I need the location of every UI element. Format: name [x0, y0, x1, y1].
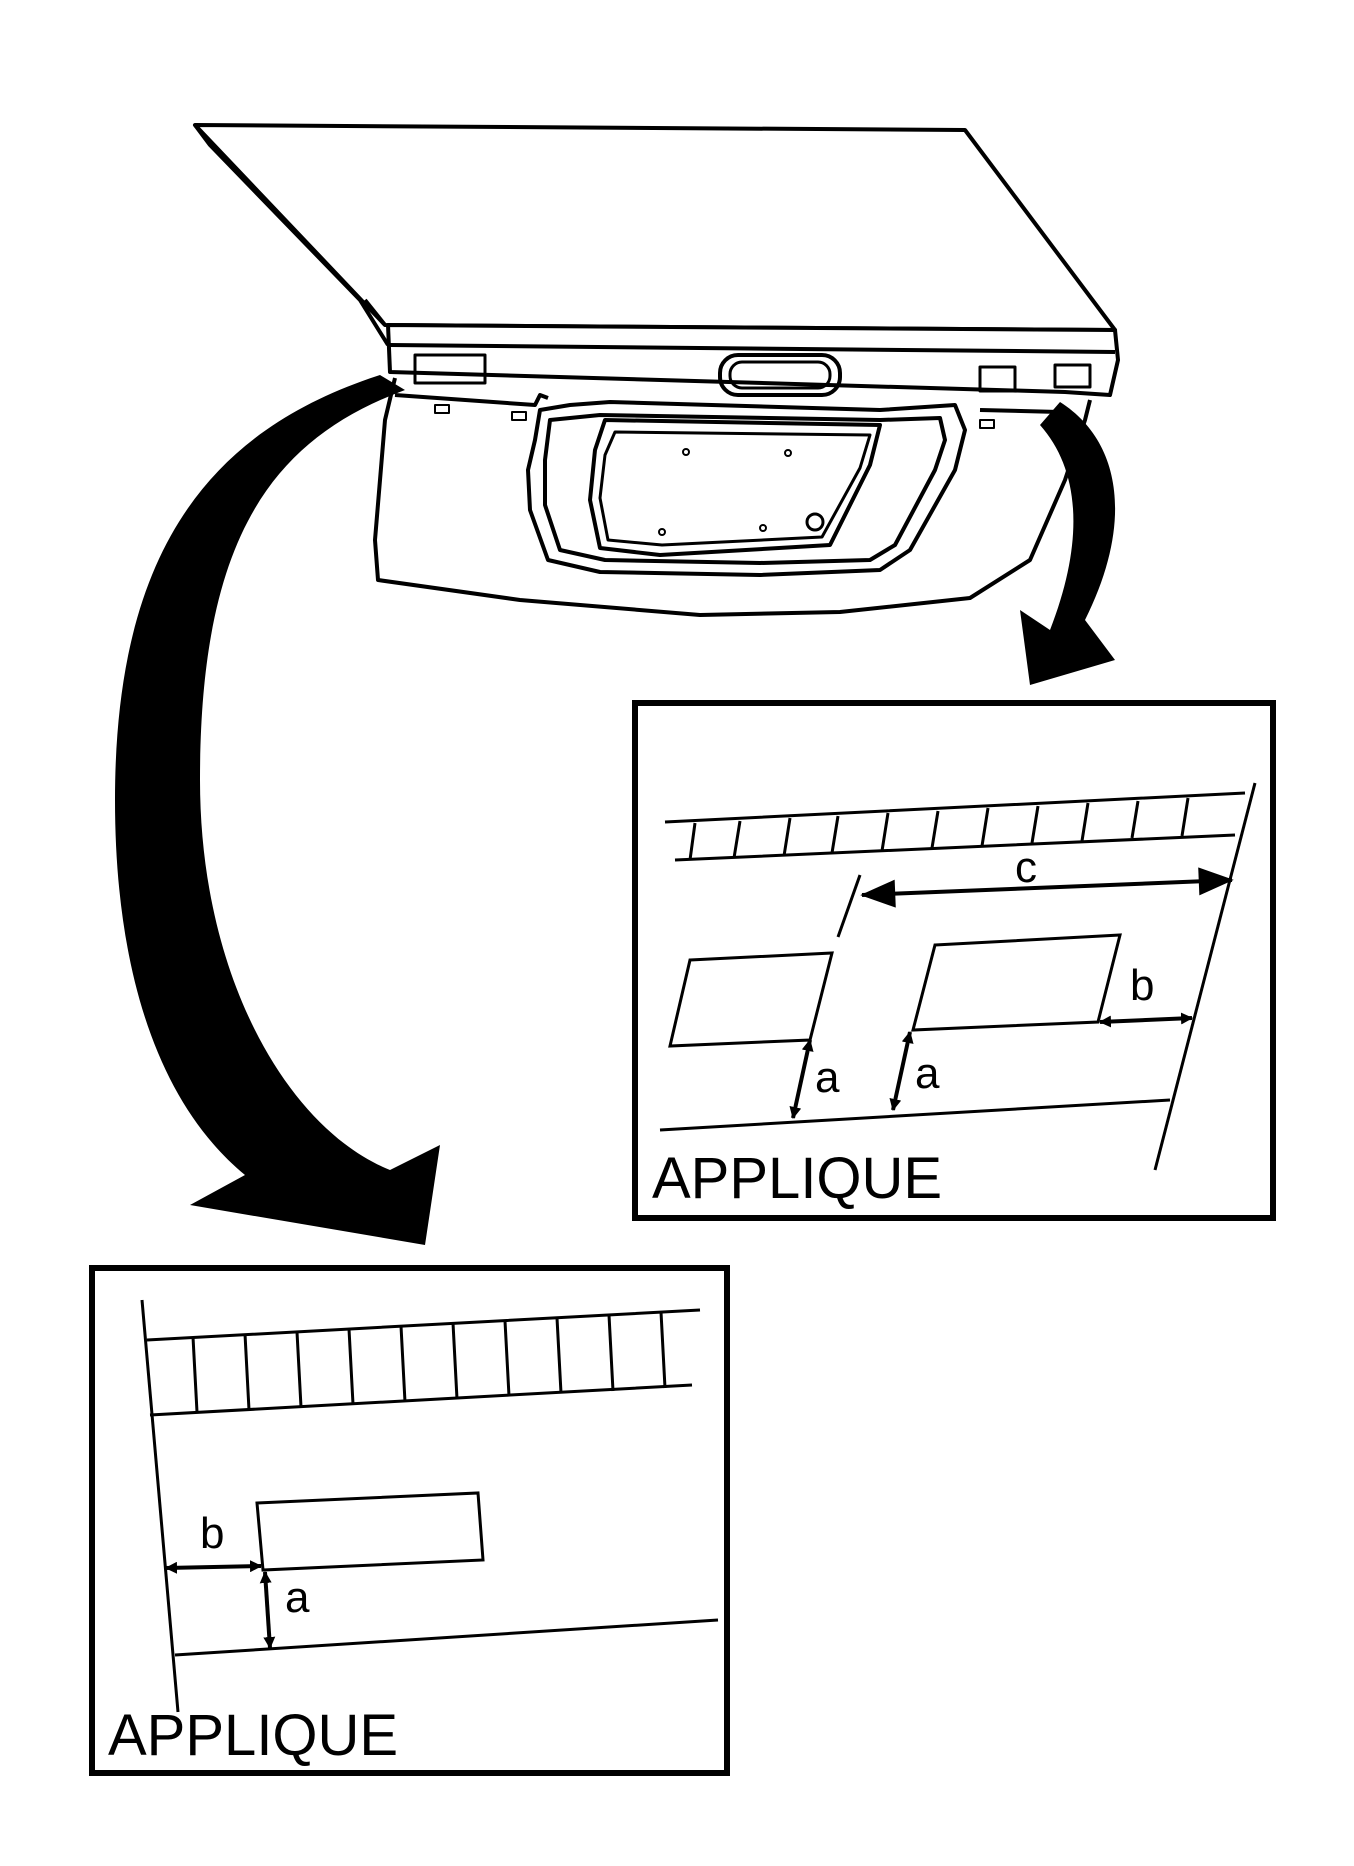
left-inset-label-a: a — [285, 1573, 310, 1622]
callout-arrow-left — [115, 375, 440, 1245]
left-inset-applique — [255, 1491, 485, 1572]
left-inset-dim-b — [165, 1560, 262, 1574]
callout-arrows — [115, 375, 1116, 1245]
license-plate-recess — [526, 400, 967, 577]
right-inset-caption: APPLIQUE — [652, 1146, 942, 1211]
right-inset-dim-a-right — [889, 1031, 914, 1111]
right-inset-label-a-left: a — [815, 1053, 840, 1102]
right-inset: c b a a APPLIQUE — [632, 700, 1276, 1221]
right-inset-dim-b — [1099, 1012, 1193, 1028]
lid-emblem-left — [413, 353, 487, 385]
left-inset-label-b: b — [200, 1509, 224, 1558]
trunk-lid-handle — [718, 353, 842, 397]
license-plate — [588, 418, 882, 557]
trunk-lid-top-panel — [193, 123, 1117, 332]
left-inset-dim-a — [259, 1571, 276, 1649]
trunk-lid-rear-face — [386, 323, 1120, 397]
lid-emblem-center-right — [978, 365, 1017, 393]
right-inset-hatched-strip — [664, 791, 1246, 862]
left-inset-fender-edge — [140, 1299, 180, 1713]
callout-arrow-right — [1020, 402, 1116, 685]
left-inset-hatched-strip — [146, 1308, 701, 1417]
trunk-lid-edge — [193, 123, 390, 347]
right-inset-bumper-line — [659, 1098, 1171, 1132]
right-inset-frame — [632, 700, 1276, 1221]
left-inset: b a APPLIQUE — [89, 1265, 730, 1776]
lower-garnish — [373, 377, 1092, 617]
left-inset-bumper-line — [174, 1618, 719, 1657]
right-inset-fender-edge — [1153, 782, 1257, 1171]
right-inset-c-reference-line — [836, 874, 862, 938]
right-inset-label-b: b — [1130, 961, 1154, 1010]
right-inset-dim-c — [860, 867, 1234, 908]
right-inset-applique-right — [911, 933, 1122, 1032]
lid-emblem-right — [1053, 363, 1092, 389]
left-inset-caption: APPLIQUE — [108, 1703, 398, 1768]
right-inset-label-a-right: a — [915, 1049, 940, 1098]
trunk-lid-illustration — [193, 123, 1120, 617]
right-inset-label-c: c — [1015, 843, 1037, 892]
left-inset-frame — [89, 1265, 730, 1776]
right-inset-dim-a-left — [789, 1039, 814, 1119]
